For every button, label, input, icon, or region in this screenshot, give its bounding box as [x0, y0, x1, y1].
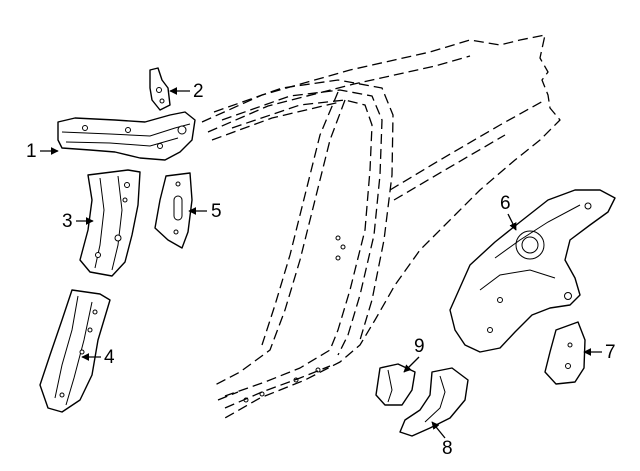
callout-6: 6	[500, 193, 517, 231]
svg-text:7: 7	[605, 342, 616, 363]
part-5-panel[interactable]	[154, 172, 193, 249]
part-1-reinforcement[interactable]	[57, 111, 196, 161]
part-2-bracket[interactable]	[149, 67, 171, 111]
svg-text:3: 3	[62, 211, 73, 232]
svg-text:5: 5	[211, 201, 222, 222]
svg-text:4: 4	[104, 347, 115, 368]
part-8-extension[interactable]	[399, 367, 469, 437]
callout-4: 4	[81, 347, 115, 368]
callout-9: 9	[403, 336, 425, 373]
svg-text:8: 8	[442, 438, 453, 459]
callout-8: 8	[431, 421, 453, 459]
svg-text:9: 9	[414, 336, 425, 357]
callout-7: 7	[583, 342, 616, 363]
svg-text:2: 2	[193, 81, 204, 102]
part-4-lower-pillar[interactable]	[39, 289, 111, 413]
part-3-pillar-reinforcement[interactable]	[79, 169, 141, 277]
part-6-wheelhouse[interactable]	[449, 189, 616, 353]
svg-text:1: 1	[26, 141, 37, 162]
callout-2: 2	[169, 81, 204, 102]
callout-1: 1	[26, 141, 59, 162]
part-9-filler[interactable]	[375, 363, 416, 406]
callout-3: 3	[62, 211, 94, 232]
callout-5: 5	[188, 201, 222, 222]
svg-text:6: 6	[500, 193, 511, 214]
part-7-bracket[interactable]	[544, 321, 586, 385]
body-side-phantom-outline	[201, 34, 561, 419]
